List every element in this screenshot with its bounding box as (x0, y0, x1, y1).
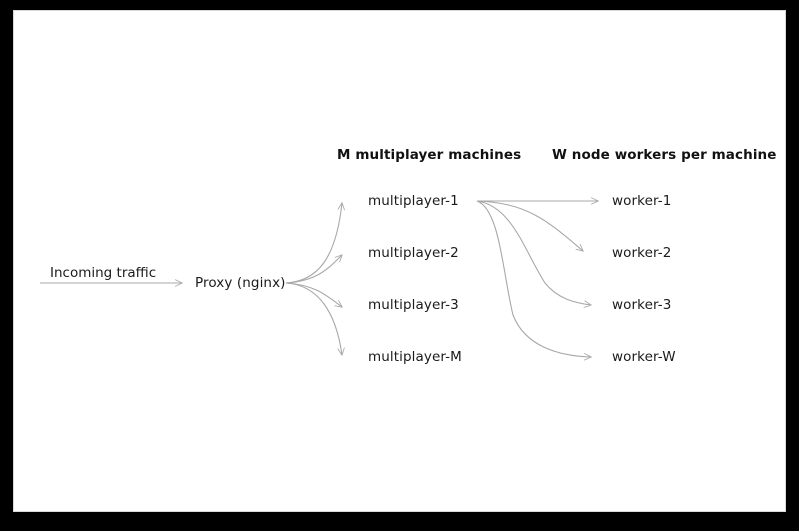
node-worker-2[interactable]: worker-2 (612, 245, 672, 261)
node-worker-w[interactable]: worker-W (612, 349, 676, 365)
proxy-node-label[interactable]: Proxy (nginx) (195, 275, 286, 291)
node-multiplayer-3[interactable]: multiplayer-3 (368, 297, 459, 313)
node-worker-1[interactable]: worker-1 (612, 193, 672, 209)
node-multiplayer-1[interactable]: multiplayer-1 (368, 193, 459, 209)
node-multiplayer-2[interactable]: multiplayer-2 (368, 245, 459, 261)
diagram-canvas (14, 11, 785, 511)
column-header-node-workers: W node workers per machine (552, 147, 777, 163)
incoming-traffic-label: Incoming traffic (50, 265, 157, 281)
node-multiplayer-m[interactable]: multiplayer-M (368, 349, 462, 365)
node-worker-3[interactable]: worker-3 (612, 297, 672, 313)
column-header-multiplayer-machines: M multiplayer machines (337, 147, 522, 163)
